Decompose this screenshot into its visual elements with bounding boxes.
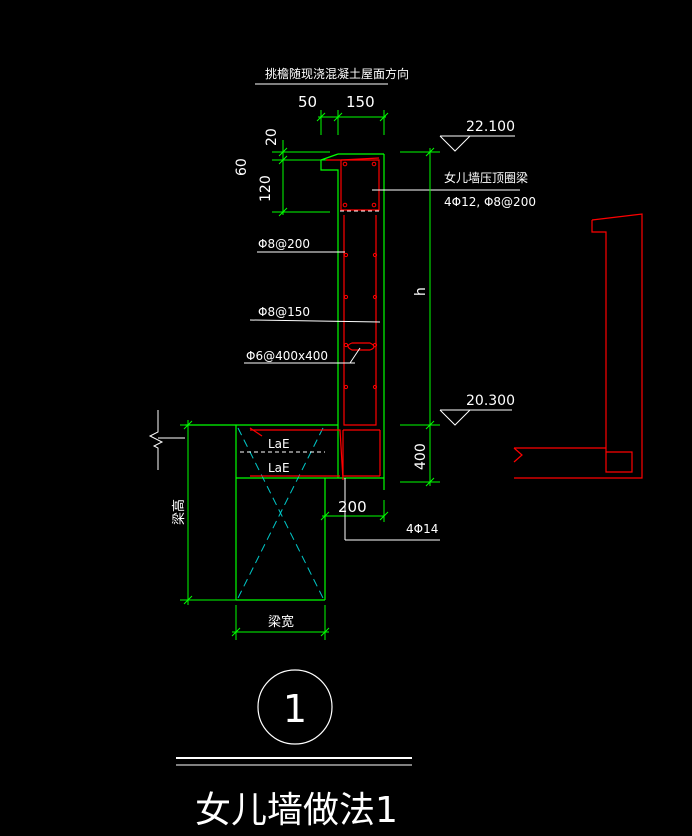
top-dimension-group <box>316 110 389 135</box>
right-detail-rebar <box>513 213 643 479</box>
elevation-marker-top <box>439 135 515 152</box>
elevation-top: 22.100 <box>466 119 515 135</box>
drawing-title: 女儿墙做法1 <box>195 790 398 831</box>
dim-200-group <box>320 500 389 522</box>
dim-20: 20 <box>264 128 280 146</box>
parapet-wall-outline <box>320 153 385 478</box>
dim-beam-height: 梁高 <box>171 499 187 525</box>
label-bottom-bar: 4Φ14 <box>406 522 438 536</box>
dim-120: 120 <box>258 175 274 202</box>
detail-number-circle <box>257 669 333 745</box>
dim-400: 400 <box>413 443 429 470</box>
slab-rebar <box>249 427 381 481</box>
elevation-marker-bottom <box>439 409 512 426</box>
label-coping-beam: 女儿墙压顶圈梁 <box>444 170 528 185</box>
dim-h: h <box>413 287 429 296</box>
leader-lines <box>244 189 520 364</box>
detail-number: 1 <box>283 687 307 731</box>
beam-hidden-lines <box>237 427 324 599</box>
coping-rebar <box>326 157 380 426</box>
right-dimension-group <box>400 147 440 487</box>
label-tie: Φ6@400x400 <box>246 349 328 363</box>
rebar-dots <box>342 161 378 390</box>
label-lae-2: LaE <box>268 461 290 475</box>
bottom-bar-leader <box>344 478 440 541</box>
top-note: 挑檐随现浇混凝土屋面方向 <box>265 66 409 81</box>
label-rebar-150: Φ8@150 <box>258 305 310 319</box>
dim-50: 50 <box>298 93 317 111</box>
label-rebar-200: Φ8@200 <box>258 237 310 251</box>
dim-60: 60 <box>234 158 250 176</box>
tie-hook <box>347 342 375 351</box>
break-line <box>148 410 185 470</box>
beam-width-dimension <box>231 605 330 640</box>
label-lae-1: LaE <box>268 437 290 451</box>
dim-150: 150 <box>346 93 375 111</box>
left-dimension-group <box>272 140 330 217</box>
elevation-bottom: 20.300 <box>466 393 515 409</box>
beam-height-dimension <box>180 420 236 605</box>
label-coping-rebar: 4Φ12, Φ8@200 <box>444 195 536 209</box>
dim-200: 200 <box>338 498 367 516</box>
dim-beam-width: 梁宽 <box>268 614 294 630</box>
